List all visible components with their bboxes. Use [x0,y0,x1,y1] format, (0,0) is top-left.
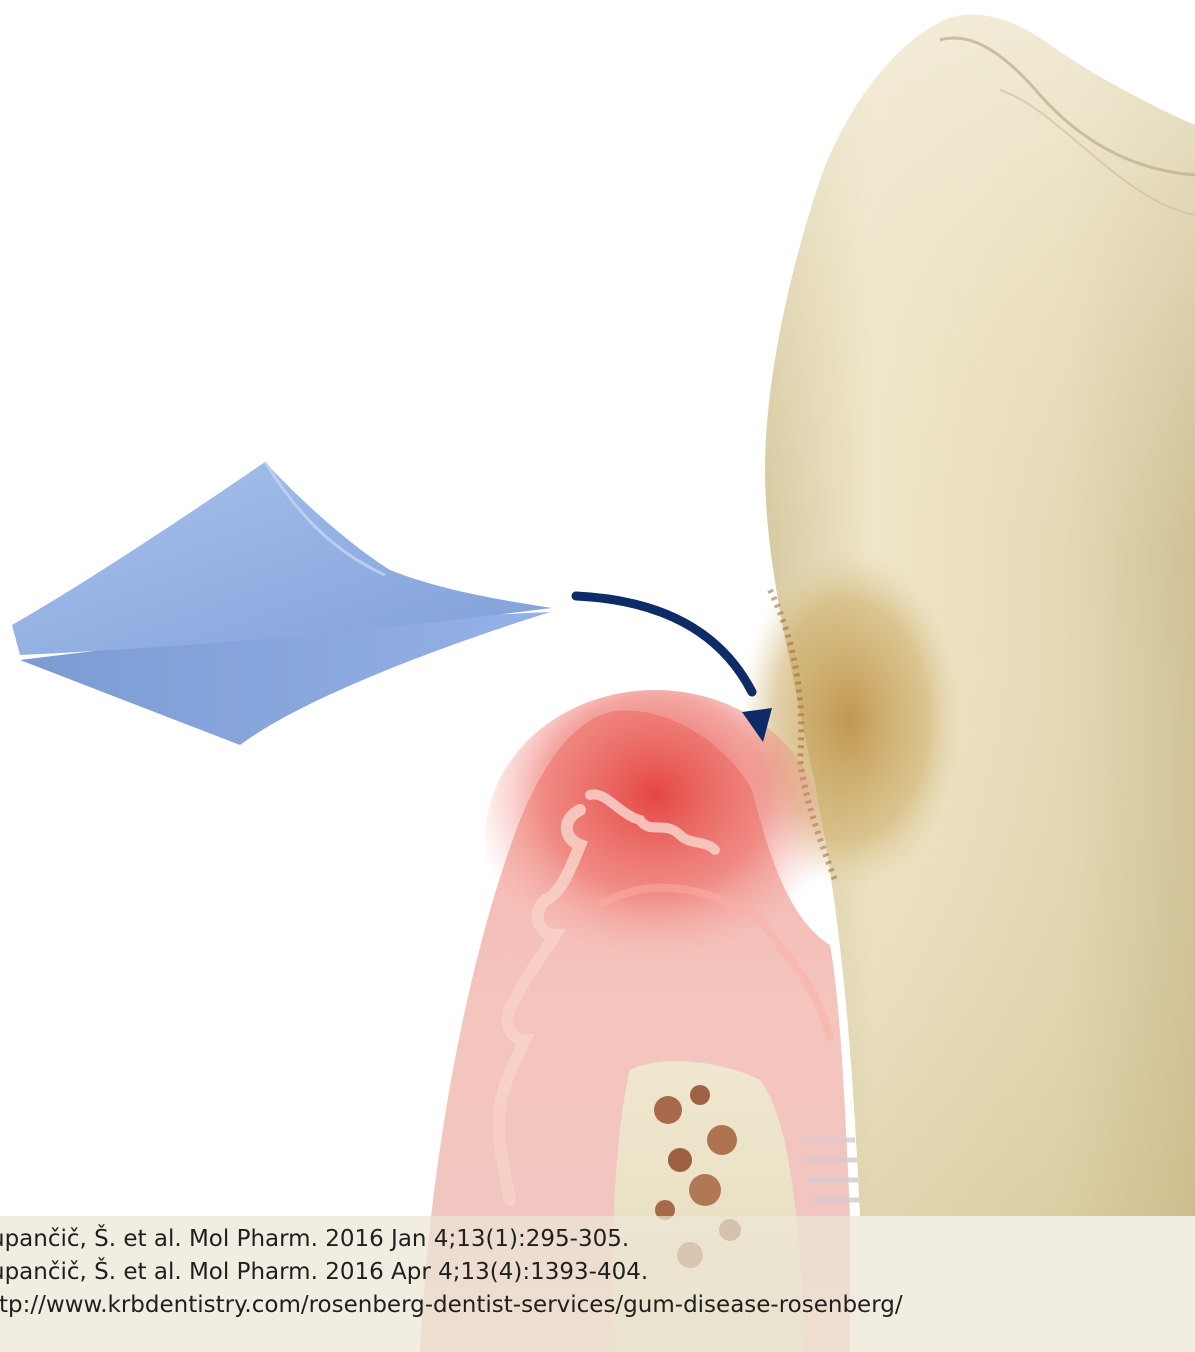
membrane-icon [12,462,552,745]
reference-1: upančič, Š. et al. Mol Pharm. 2016 Jan 4… [0,1223,1195,1256]
references-panel: upančič, Š. et al. Mol Pharm. 2016 Jan 4… [0,1216,1195,1352]
reference-3: ttp://www.krbdentistry.com/rosenberg-den… [0,1289,1195,1322]
reference-2: upančič, Š. et al. Mol Pharm. 2016 Apr 4… [0,1256,1195,1289]
